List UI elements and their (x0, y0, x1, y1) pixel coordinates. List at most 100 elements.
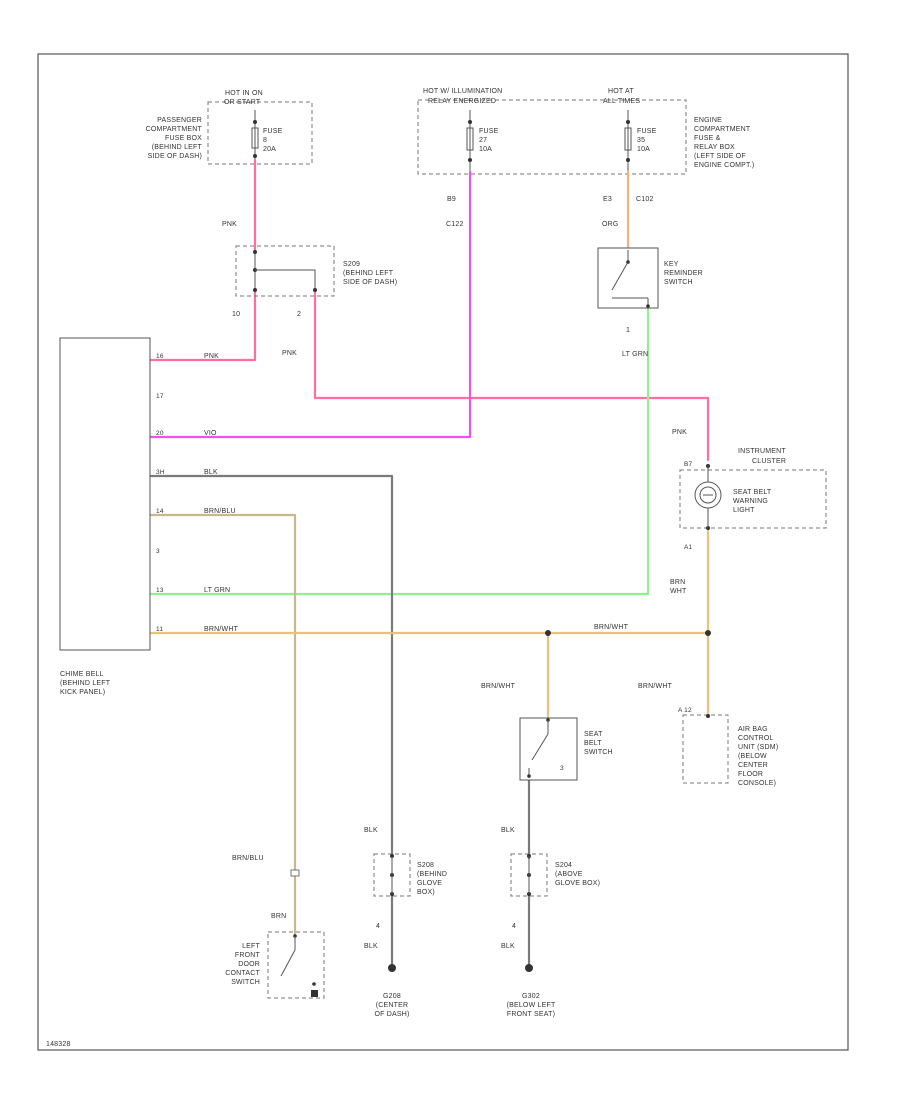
wire-violet (148, 170, 472, 439)
wire-brn-label: BRN (271, 913, 286, 920)
fuse-8-label: FUSE (263, 128, 283, 135)
svg-text:LEFT: LEFT (242, 943, 260, 950)
svg-text:20: 20 (156, 430, 164, 437)
svg-text:FLOOR: FLOOR (738, 771, 763, 778)
junction-seat (545, 630, 551, 636)
svg-text:CLUSTER: CLUSTER (752, 458, 786, 465)
door-switch-text: LEFT FRONT DOOR CONTACT SWITCH (225, 943, 260, 986)
svg-text:KICK PANEL): KICK PANEL) (60, 689, 105, 696)
ground-g302 (525, 964, 533, 972)
conn-b9: B9 (447, 196, 456, 203)
svg-text:LIGHT: LIGHT (733, 507, 755, 514)
wire-pnk-label-3: PNK (672, 429, 687, 436)
svg-text:LT GRN: LT GRN (204, 587, 230, 594)
svg-text:11: 11 (156, 626, 163, 633)
svg-text:A 12: A 12 (678, 707, 692, 714)
svg-text:(BELOW LEFT: (BELOW LEFT (507, 1002, 556, 1009)
wire-blk-label-4: BLK (501, 943, 515, 950)
svg-text:SEAT: SEAT (584, 731, 603, 738)
wire-pink-cluster (313, 288, 710, 462)
svg-text:27: 27 (479, 137, 487, 144)
svg-text:13: 13 (156, 587, 164, 594)
passenger-box-text: PASSENGER COMPARTMENT FUSE BOX (BEHIND L… (146, 117, 203, 160)
svg-text:INSTRUMENT: INSTRUMENT (738, 448, 786, 455)
wire-light-green (148, 306, 650, 596)
svg-text:DOOR: DOOR (238, 961, 260, 968)
svg-text:ENGINE: ENGINE (694, 117, 722, 124)
svg-text:OF DASH): OF DASH) (374, 1011, 409, 1018)
svg-text:(BEHIND LEFT: (BEHIND LEFT (152, 144, 203, 151)
wire-brnwht-left-label: BRN/WHT (481, 683, 516, 690)
svg-text:RELAY BOX: RELAY BOX (694, 144, 735, 151)
hot-at-label-2: ALL TIMES (603, 98, 640, 105)
splice-s204: S204 (ABOVE GLOVE BOX) (510, 853, 600, 897)
ground-g208 (388, 964, 396, 972)
svg-text:(BEHIND LEFT: (BEHIND LEFT (343, 270, 394, 277)
fuse-8-amp: 20A (263, 146, 276, 153)
door-contact-switch (267, 931, 325, 999)
conn-c122: C122 (446, 221, 464, 228)
hot-in-on-label-2: OR START (224, 99, 261, 106)
svg-text:S208: S208 (417, 862, 434, 869)
fuse-8-num: 8 (263, 137, 267, 144)
svg-text:CENTER: CENTER (738, 762, 768, 769)
g302-text: G302 (BELOW LEFT FRONT SEAT) (507, 993, 556, 1018)
svg-text:ENGINE COMPT.): ENGINE COMPT.) (694, 162, 754, 169)
svg-text:3H: 3H (156, 469, 165, 476)
svg-text:FRONT SEAT): FRONT SEAT) (507, 1011, 555, 1018)
figure-id: 148328 (46, 1041, 71, 1048)
engine-box-text: ENGINE COMPARTMENT FUSE & RELAY BOX (LEF… (694, 117, 754, 169)
splice-s208: S208 (BEHIND GLOVE BOX) (373, 853, 447, 897)
pin-4-s208: 4 (376, 923, 380, 930)
engine-fuse-box: HOT W/ ILLUMINATION RELAY ENERGIZED HOT … (417, 88, 687, 175)
svg-text:CONTACT: CONTACT (225, 970, 260, 977)
svg-text:16: 16 (156, 353, 164, 360)
svg-text:3: 3 (156, 548, 160, 555)
key-reminder-switch: KEY REMINDER SWITCH (597, 247, 703, 309)
svg-text:35: 35 (637, 137, 645, 144)
wire-pnk-label-1: PNK (222, 221, 237, 228)
svg-text:10A: 10A (479, 146, 492, 153)
conn-c102: C102 (636, 196, 654, 203)
pin-4-s204: 4 (512, 923, 516, 930)
svg-text:UNIT (SDM): UNIT (SDM) (738, 744, 778, 751)
svg-text:BRN/WHT: BRN/WHT (204, 626, 239, 633)
svg-text:FUSE BOX: FUSE BOX (165, 135, 202, 142)
svg-text:FRONT: FRONT (235, 952, 261, 959)
svg-text:CHIME BELL: CHIME BELL (60, 671, 104, 678)
svg-text:BRN/BLU: BRN/BLU (204, 508, 236, 515)
pin-2-label: 2 (297, 311, 301, 318)
svg-text:A1: A1 (684, 544, 693, 551)
connector-door (290, 869, 300, 877)
wire-brnwht-mid-label: BRN/WHT (594, 624, 629, 631)
wire-brnwht-right-label: BRN/WHT (638, 683, 673, 690)
wire-blk-label-1: BLK (364, 827, 378, 834)
svg-text:S209: S209 (343, 261, 360, 268)
svg-text:BLK: BLK (204, 469, 218, 476)
passenger-fuse-box: HOT IN ON OR START FUSE 8 20A (207, 90, 313, 165)
wire-pnk-label-2: PNK (282, 350, 297, 357)
hot-illum-label: HOT W/ ILLUMINATION (423, 88, 502, 95)
svg-text:14: 14 (156, 508, 164, 515)
hot-illum-label-2: RELAY ENERGIZED (428, 98, 496, 105)
instrument-cluster: INSTRUMENT CLUSTER SEAT BELT WARNING LIG… (679, 448, 827, 551)
svg-text:SWITCH: SWITCH (584, 749, 613, 756)
hot-at-label: HOT AT (608, 88, 634, 95)
svg-text:(CENTER: (CENTER (376, 1002, 409, 1009)
svg-text:BELT: BELT (584, 740, 602, 747)
svg-text:WHT: WHT (670, 588, 687, 595)
svg-text:G208: G208 (383, 993, 401, 1000)
splice-s209: S209 (BEHIND LEFT SIDE OF DASH) (235, 245, 397, 297)
junction-cluster (705, 630, 711, 636)
svg-text:3: 3 (560, 765, 564, 772)
svg-text:B7: B7 (684, 461, 693, 468)
svg-text:SWITCH: SWITCH (231, 979, 260, 986)
svg-text:FUSE &: FUSE & (694, 135, 721, 142)
wire-blk-label-2: BLK (501, 827, 515, 834)
svg-text:FUSE: FUSE (637, 128, 657, 135)
svg-text:SEAT BELT: SEAT BELT (733, 489, 772, 496)
svg-text:KEY: KEY (664, 261, 679, 268)
svg-text:(LEFT SIDE OF: (LEFT SIDE OF (694, 153, 746, 160)
svg-text:AIR BAG: AIR BAG (738, 726, 768, 733)
